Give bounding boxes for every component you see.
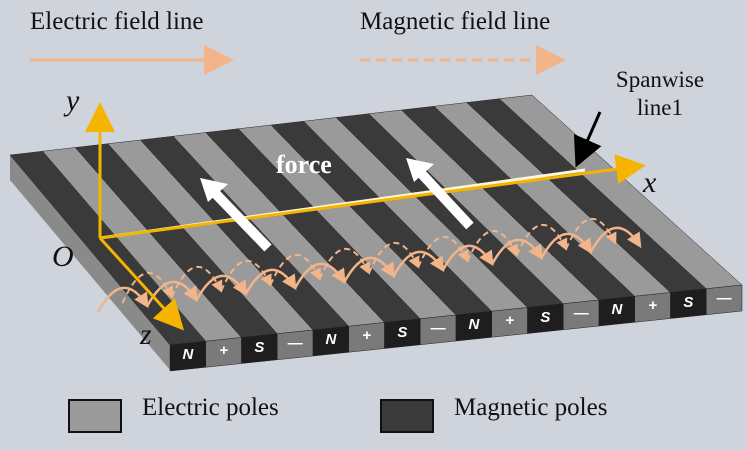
legend-electric-field-line: Electric field line <box>30 8 204 35</box>
electric-field-arc <box>392 250 445 277</box>
pole-label: N <box>325 331 337 349</box>
force-arrow-right <box>416 168 474 230</box>
force-arrow-right-head <box>406 158 434 182</box>
pole-label: N <box>182 346 194 364</box>
electric-field-arc <box>195 274 248 301</box>
pole-label: S <box>683 293 694 311</box>
magnetic-field-arc <box>565 218 617 250</box>
electric-field-arc <box>244 268 297 295</box>
pole-label: + <box>219 342 228 360</box>
pole-label: + <box>362 327 371 345</box>
spanwise-pointer <box>573 111 602 168</box>
electric-field-arc <box>343 256 395 283</box>
pole-label: N <box>468 316 480 334</box>
axis-label-x: x <box>643 166 657 199</box>
electric-field-arc <box>491 238 543 265</box>
magnetic-field-arc <box>318 248 371 280</box>
z-axis <box>98 236 185 331</box>
pole-label: — <box>573 304 589 322</box>
pole-label: + <box>505 312 514 330</box>
origin-label: O <box>52 240 74 273</box>
magnetic-field-arc <box>220 260 272 292</box>
spanwise-label: Spanwise line1 <box>615 67 705 120</box>
force-arrow-left <box>210 188 272 252</box>
pole-label: — <box>430 319 446 337</box>
axis-label-y: y <box>66 84 80 117</box>
pole-front-blocks <box>169 284 743 372</box>
legend-magnetic-poles: Magnetic poles <box>454 394 608 421</box>
magnetic-field-arc <box>121 272 173 304</box>
electric-field-arc <box>293 262 346 289</box>
electric-field-arc <box>589 226 642 253</box>
magnetic-field-arc <box>368 242 420 274</box>
electric-field-arc <box>146 280 198 307</box>
pole-label: S <box>254 338 265 356</box>
magnetic-field-arc <box>417 236 469 268</box>
force-arrow-left-head <box>200 178 228 202</box>
electric-field-arc <box>441 244 494 271</box>
magnetic-field-arc <box>466 230 518 262</box>
electric-field-arc <box>540 232 593 259</box>
force-label: force <box>276 150 332 179</box>
legend-electric-poles: Electric poles <box>142 394 279 421</box>
field-line-arcs <box>96 218 642 313</box>
pole-label: N <box>611 301 623 319</box>
magnetic-poles-swatch <box>380 399 434 433</box>
magnetic-field-arc <box>269 254 321 286</box>
magnetic-field-arc <box>515 224 568 256</box>
pole-label: S <box>397 323 408 341</box>
legend-magnetic-field-line: Magnetic field line <box>360 8 551 35</box>
x-axis <box>99 154 646 240</box>
electric-poles-swatch <box>68 399 122 433</box>
pole-label: — <box>716 289 732 307</box>
plate-left-face <box>10 155 170 370</box>
pole-label: S <box>540 308 551 326</box>
pole-label: + <box>648 297 657 315</box>
pole-label: — <box>287 334 303 352</box>
electric-field-arc <box>96 286 149 313</box>
axis-label-z: z <box>140 318 152 351</box>
magnetic-field-arc <box>170 266 223 298</box>
electric-pole-block <box>706 284 743 316</box>
